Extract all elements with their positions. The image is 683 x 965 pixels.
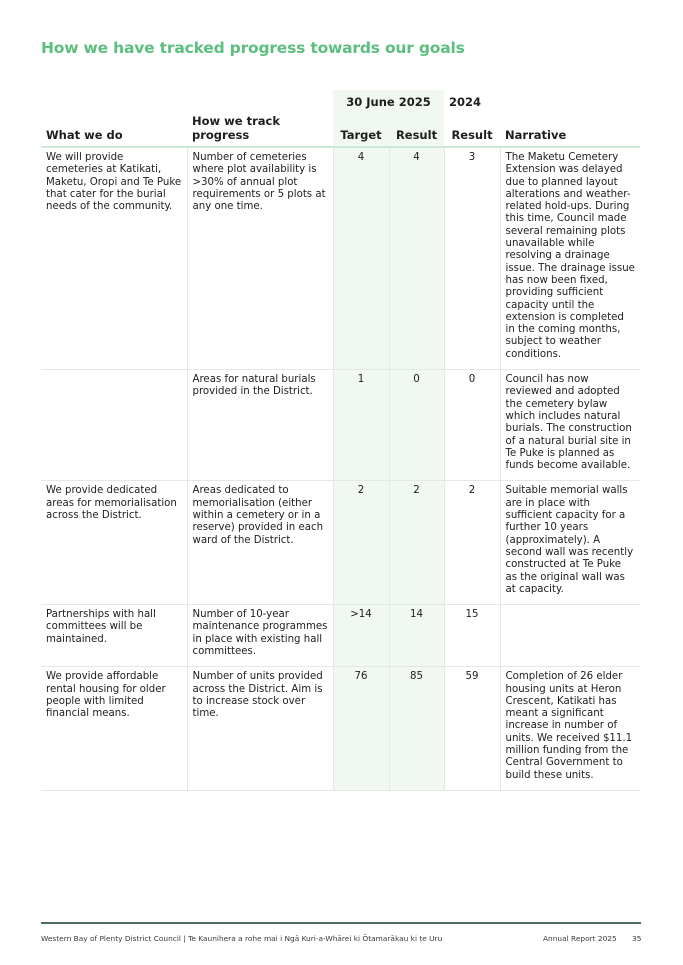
result-cell: 0 <box>389 369 445 482</box>
table-row: We provide affordable rental housing for… <box>41 666 641 791</box>
target-cell: >14 <box>333 604 390 668</box>
result-cell: 85 <box>389 666 445 791</box>
prior-result-cell: 3 <box>444 147 501 371</box>
how-cell: Areas dedicated to memorialisation (eith… <box>187 480 334 606</box>
narrative-cell: Council has now reviewed and adopted the… <box>500 369 641 482</box>
column-header-how: How we track progress <box>187 114 333 148</box>
footer-publication: Annual Report 2025 <box>543 934 617 943</box>
column-header-result: Result <box>389 114 445 148</box>
how-cell: Number of 10-year maintenance programmes… <box>187 604 334 668</box>
performance-table: 30 June 2025 2024 What we do How we trac… <box>41 90 641 791</box>
group-header-row: 30 June 2025 2024 <box>41 90 640 114</box>
how-cell: Number of cemeteries where plot availabi… <box>187 147 334 371</box>
prior-result-cell: 0 <box>444 369 501 482</box>
prior-result-cell: 2 <box>444 480 501 606</box>
page-number: 35 <box>632 934 642 943</box>
result-cell: 14 <box>389 604 445 668</box>
prior-result-cell: 15 <box>444 604 501 668</box>
target-cell: 2 <box>333 480 390 606</box>
column-header-prior-result: Result <box>444 114 501 148</box>
page-title: How we have tracked progress towards our… <box>41 39 465 57</box>
narrative-cell: Suitable memorial walls are in place wit… <box>500 480 641 606</box>
prior-result-cell: 59 <box>444 666 501 791</box>
what-cell: Partnerships with hall committees will b… <box>41 604 188 668</box>
result-cell: 2 <box>389 480 445 606</box>
narrative-cell <box>500 604 641 668</box>
target-cell: 76 <box>333 666 390 791</box>
what-cell: We provide affordable rental housing for… <box>41 666 188 791</box>
target-cell: 1 <box>333 369 390 482</box>
footer-divider <box>41 922 641 924</box>
period-prior-header: 2024 <box>449 95 482 109</box>
what-cell <box>41 369 188 482</box>
period-current-header: 30 June 2025 <box>333 90 445 114</box>
table-row: We will provide cemeteries at Katikati, … <box>41 147 641 371</box>
result-cell: 4 <box>389 147 445 371</box>
column-header-target: Target <box>333 114 389 148</box>
column-header-row: What we do How we track progress Target … <box>41 114 641 148</box>
how-cell: Number of units provided across the Dist… <box>187 666 334 791</box>
narrative-cell: Completion of 26 elder housing units at … <box>500 666 641 791</box>
table-row: We provide dedicated areas for memoriali… <box>41 480 641 606</box>
what-cell: We will provide cemeteries at Katikati, … <box>41 147 188 371</box>
target-cell: 4 <box>333 147 390 371</box>
table-row: Partnerships with hall committees will b… <box>41 604 641 668</box>
column-header-narrative: Narrative <box>500 114 641 148</box>
footer-organisation: Western Bay of Plenty District Council |… <box>41 934 443 943</box>
what-cell: We provide dedicated areas for memoriali… <box>41 480 188 606</box>
how-cell: Areas for natural burials provided in th… <box>187 369 334 482</box>
column-header-what: What we do <box>41 114 187 148</box>
narrative-cell: The Maketu Cemetery Extension was delaye… <box>500 147 641 371</box>
table-row: Areas for natural burials provided in th… <box>41 369 641 482</box>
